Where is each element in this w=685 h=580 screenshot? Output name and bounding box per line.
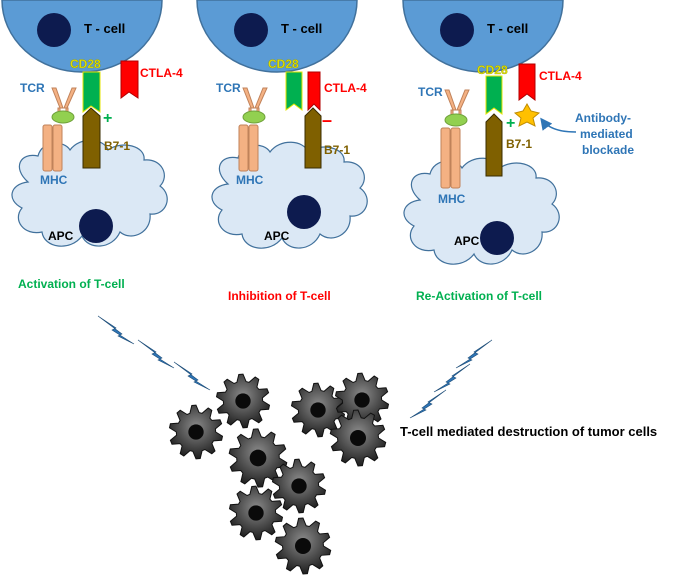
ctla4-label: CTLA-4 — [539, 69, 582, 83]
apc-nucleus — [79, 209, 113, 243]
cd28-label: CD28 — [268, 57, 299, 71]
panel-activation: T - cell APC TCR MHC CD28 B7-1 + CTLA-4 — [1, 0, 183, 291]
panel-caption: Inhibition of T-cell — [228, 289, 331, 303]
mhc-molecule — [238, 124, 259, 172]
peptide — [242, 110, 266, 124]
b71-ligand — [82, 107, 101, 169]
apc-nucleus — [287, 195, 321, 229]
tcr-label: TCR — [216, 81, 241, 95]
ctla4-receptor — [518, 63, 536, 101]
b71-label: B7-1 — [324, 143, 350, 157]
t-cell-label: T - cell — [487, 21, 528, 36]
mhc-label: MHC — [40, 173, 68, 187]
tumor-cell-gear-icon — [228, 428, 288, 488]
apc-label: APC — [264, 229, 290, 243]
tumor-cell-gear-icon — [290, 382, 346, 438]
tumor-cell-gear-icon — [168, 404, 224, 460]
tcr-label: TCR — [20, 81, 45, 95]
lightning-bolt-icon — [137, 339, 175, 369]
activation-sign: + — [103, 110, 112, 127]
lightning-bolt-icon — [97, 315, 135, 345]
bottom-caption: T-cell mediated destruction of tumor cel… — [400, 424, 657, 439]
apc-label: APC — [454, 234, 480, 248]
apc-cloud — [403, 157, 560, 265]
cd28-label: CD28 — [477, 63, 508, 77]
b71-ligand — [304, 107, 322, 169]
lightning-bolt-icon — [455, 339, 493, 369]
lightning-right — [409, 339, 493, 419]
cd28-receptor — [82, 71, 101, 113]
panel-caption: Re-Activation of T-cell — [416, 289, 542, 303]
antibody-arrow — [540, 117, 577, 133]
mhc-label: MHC — [236, 173, 264, 187]
ctla4-receptor — [307, 71, 321, 112]
inhibition-sign: – — [322, 110, 332, 130]
ctla4-receptor — [120, 60, 139, 99]
lightning-bolt-icon — [433, 363, 471, 393]
panel-reactivation: T - cell APC TCR MHC CD28 B7-1 + CTLA-4 … — [402, 0, 634, 303]
t-cell-label: T - cell — [84, 21, 125, 36]
ctla4-label: CTLA-4 — [324, 81, 367, 95]
tumor-cell-gear-icon — [228, 485, 284, 541]
t-cell-nucleus — [234, 13, 268, 47]
apc-nucleus — [480, 221, 514, 255]
tcr-label: TCR — [418, 85, 443, 99]
tumor-cells-gears — [168, 372, 390, 575]
t-cell-nucleus — [37, 13, 71, 47]
b71-ligand — [485, 113, 503, 177]
mhc-molecule — [440, 127, 461, 189]
mhc-label: MHC — [438, 192, 466, 206]
t-cell-body — [196, 0, 358, 73]
lightning-left — [97, 315, 211, 391]
b71-label: B7-1 — [506, 137, 532, 151]
apc-cloud — [211, 141, 368, 249]
panel-inhibition: T - cell APC TCR MHC CD28 CTLA-4 B7-1 – … — [196, 0, 368, 303]
tcr-receptor — [444, 89, 470, 119]
lightning-bolt-icon — [409, 389, 447, 419]
tumor-cell-gear-icon — [274, 517, 332, 575]
tumor-cell-gear-icon — [215, 373, 271, 429]
b71-label: B7-1 — [104, 139, 130, 153]
lightning-bolt-icon — [173, 361, 211, 391]
panel-caption: Activation of T-cell — [18, 277, 125, 291]
cd28-receptor — [485, 75, 503, 115]
t-cell-nucleus — [440, 13, 474, 47]
antibody-label-line1: Antibody- — [575, 111, 631, 125]
peptide — [51, 110, 75, 124]
antibody-label-line2: mediated — [580, 127, 633, 141]
ctla4-label: CTLA-4 — [140, 66, 183, 80]
peptide — [444, 113, 468, 127]
antibody-label-line3: blockade — [582, 143, 634, 157]
tumor-cell-gear-icon — [271, 458, 327, 514]
t-cell-label: T - cell — [281, 21, 322, 36]
mhc-molecule — [42, 124, 63, 172]
cd28-receptor — [285, 71, 303, 111]
t-cell-body — [402, 0, 564, 73]
tumor-cell-gear-icon — [329, 409, 387, 467]
cd28-label: CD28 — [70, 57, 101, 71]
activation-sign: + — [506, 115, 515, 132]
apc-label: APC — [48, 229, 74, 243]
antibody-blocker — [513, 102, 541, 127]
